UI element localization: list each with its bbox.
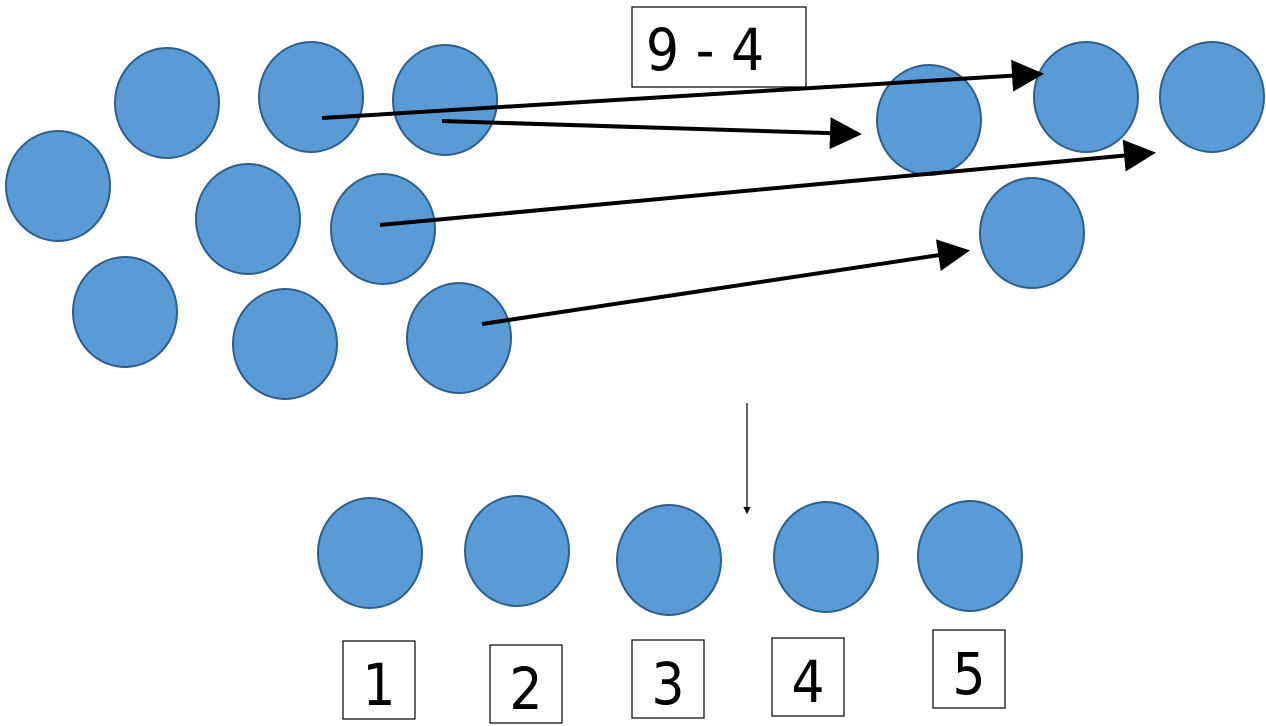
count-box	[631, 639, 705, 719]
count-label-3: 3	[631, 639, 705, 719]
starting-group	[5, 41, 512, 400]
expression-text: 9 - 4	[646, 16, 764, 84]
start-circle	[406, 282, 512, 394]
removed-circle	[979, 177, 1085, 289]
take-away-arrow	[379, 139, 1156, 227]
count-label-4: 4	[771, 637, 845, 717]
count-box	[771, 637, 845, 717]
count-label-2: 2	[489, 644, 563, 724]
count-number: 2	[509, 655, 542, 723]
result-group	[317, 495, 1023, 616]
start-circle	[330, 173, 436, 285]
take-away-arrows	[321, 59, 1156, 326]
count-number: 4	[791, 648, 824, 716]
count-box	[342, 640, 416, 720]
count-number: 3	[651, 650, 684, 718]
removed-circle	[1033, 41, 1139, 153]
start-circle	[258, 41, 364, 153]
removed-group	[876, 41, 1265, 289]
start-circle	[72, 256, 178, 368]
count-box	[932, 629, 1006, 709]
start-circle	[392, 44, 498, 156]
result-circle	[773, 501, 879, 613]
result-circle	[616, 504, 722, 616]
expression-box: 9 - 4	[631, 6, 807, 88]
take-away-arrow	[321, 59, 1044, 120]
removed-circle	[1159, 41, 1265, 153]
result-circle	[317, 497, 423, 609]
count-box	[489, 644, 563, 724]
start-circle	[5, 130, 111, 242]
take-away-arrow	[441, 117, 862, 150]
count-label-1: 1	[342, 640, 416, 720]
expression-box-frame	[631, 6, 807, 88]
take-away-arrow	[481, 239, 970, 326]
count-number: 5	[952, 640, 985, 708]
result-circle	[464, 495, 570, 607]
start-circle	[232, 288, 338, 400]
start-circle	[114, 47, 220, 159]
start-circle	[195, 163, 301, 275]
count-number: 1	[362, 651, 395, 719]
count-label-5: 5	[932, 629, 1006, 709]
count-labels: 1 2 3 4 5	[342, 629, 1006, 724]
result-circle	[917, 500, 1023, 612]
